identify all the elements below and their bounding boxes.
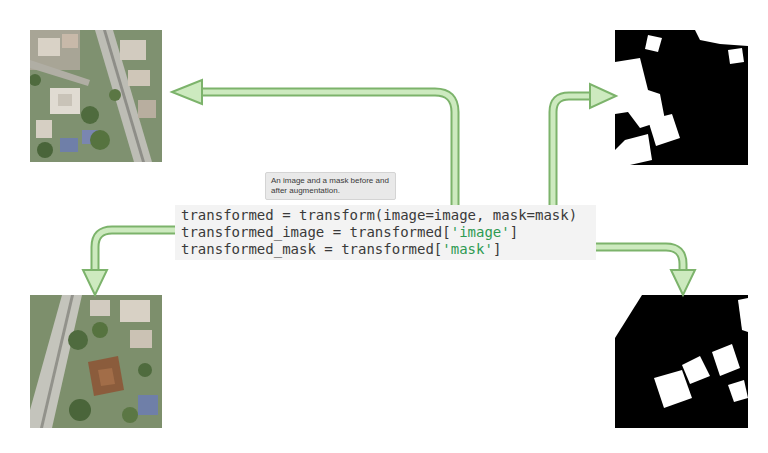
flow-arrows-part <box>83 270 107 295</box>
augmented-image-part <box>122 407 138 423</box>
original-mask <box>615 30 748 165</box>
augmented-image-part <box>130 330 152 348</box>
augmented-mask-part <box>682 356 710 384</box>
flow-arrows-part <box>553 96 592 205</box>
code-line: transformed_image = transformed['image'] <box>181 224 590 241</box>
original-mask-part <box>615 134 652 165</box>
aerial-image-part <box>30 30 162 162</box>
aerial-image-part <box>128 70 150 86</box>
aerial-image-part <box>81 106 99 124</box>
augmented-mask-part <box>712 344 740 376</box>
code-line: transformed_mask = transformed['mask'] <box>181 241 590 258</box>
aerial-image-part <box>62 34 78 48</box>
aerial-image-part <box>37 142 53 158</box>
augmented-mask-part <box>615 295 642 338</box>
flow-arrows-part <box>200 92 455 205</box>
aerial-image-part <box>36 120 52 138</box>
augmented-image-part <box>98 368 115 386</box>
original-mask-part <box>615 58 665 128</box>
aerial-image-part <box>58 94 72 106</box>
original-mask-part <box>728 48 744 64</box>
aerial-image-part <box>90 130 110 150</box>
augmented-image-part <box>88 356 124 396</box>
aerial-image-part <box>30 60 90 86</box>
augmented-mask-part <box>738 298 748 332</box>
augmented-image-part <box>40 295 74 428</box>
flow-arrows-part <box>200 92 455 205</box>
aerial-image-part <box>138 100 156 118</box>
code-token: ] <box>510 224 518 240</box>
aerial-image-part <box>120 40 146 60</box>
aerial-image-part <box>30 74 41 86</box>
augmented-image-part <box>138 395 158 415</box>
tooltip-text: An image and a mask before and after aug… <box>271 176 390 196</box>
augmented-mask-part <box>654 370 692 408</box>
augmented-image <box>30 295 162 428</box>
code-token: ] <box>493 241 501 257</box>
augmented-mask <box>615 295 748 428</box>
tooltip-box: An image and a mask before and after aug… <box>265 172 396 200</box>
augmented-image-part <box>69 399 91 421</box>
aerial-image-part <box>60 138 78 152</box>
code-line: transformed = transform(image=image, mas… <box>181 207 590 224</box>
original-mask-part <box>648 114 680 146</box>
string-literal: 'image' <box>451 224 510 240</box>
flow-arrows-part <box>671 270 695 295</box>
augmented-image-part <box>138 363 152 377</box>
augmented-image-part <box>30 295 162 428</box>
augmented-mask-part <box>615 295 748 428</box>
aerial-image-part <box>38 38 60 56</box>
flow-arrows <box>83 80 695 295</box>
flow-arrows-part <box>95 230 176 272</box>
original-mask-part <box>615 30 748 165</box>
flow-arrows-part <box>172 80 202 104</box>
aerial-image-part <box>109 89 121 101</box>
code-token: transformed = transform(image=image, mas… <box>181 207 577 223</box>
code-token: transformed_image = transformed[ <box>181 224 451 240</box>
flow-arrows-part <box>590 84 616 108</box>
augmented-mask-part <box>728 380 748 402</box>
augmented-image-part <box>90 300 110 316</box>
aerial-image <box>30 30 162 162</box>
string-literal: 'mask' <box>442 241 493 257</box>
code-token: transformed_mask = transformed[ <box>181 241 442 257</box>
original-mask-part <box>645 35 662 52</box>
augmented-image-part <box>92 322 108 338</box>
aerial-image-part <box>50 88 80 114</box>
augmented-image-part <box>120 300 150 322</box>
augmented-image-part <box>68 330 88 350</box>
flow-arrows-part <box>553 96 592 205</box>
flow-arrows-part <box>95 230 176 272</box>
original-mask-part <box>695 30 748 46</box>
code-block: transformed = transform(image=image, mas… <box>175 205 596 260</box>
